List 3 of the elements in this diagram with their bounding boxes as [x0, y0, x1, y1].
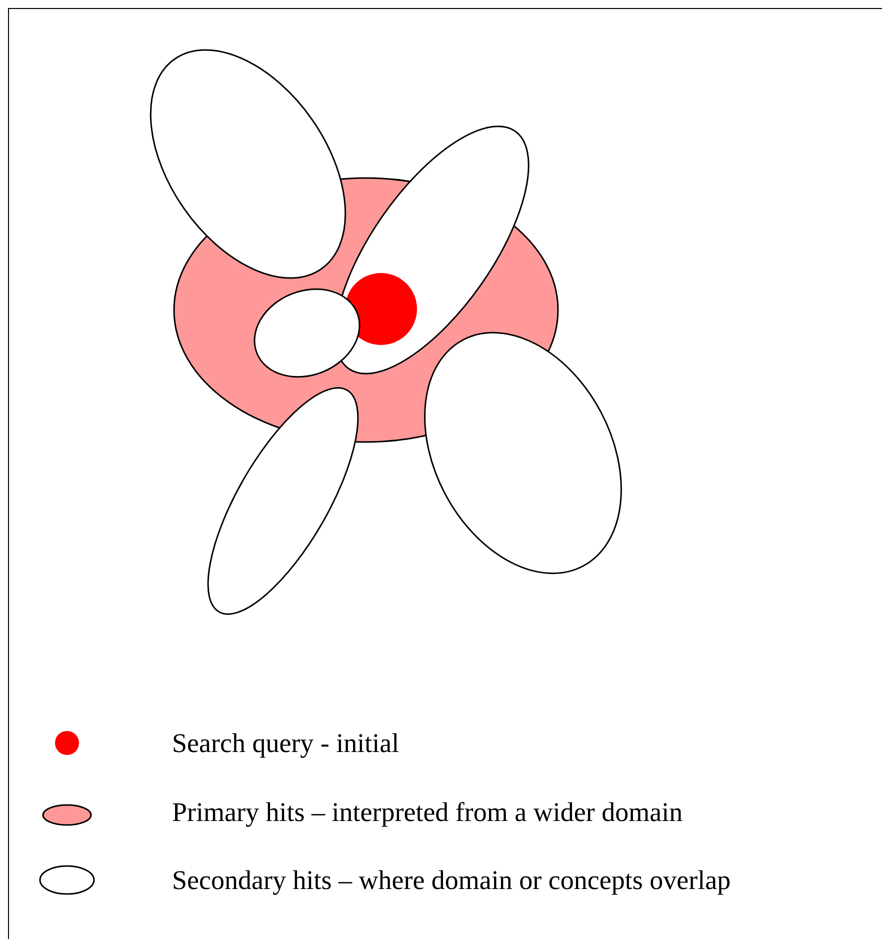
- legend-text: Search query - initial: [172, 727, 400, 759]
- legend-text: Primary hits – interpreted from a wider domain: [172, 796, 683, 828]
- legend-text: Secondary hits – where domain or concepts overlap: [172, 864, 731, 896]
